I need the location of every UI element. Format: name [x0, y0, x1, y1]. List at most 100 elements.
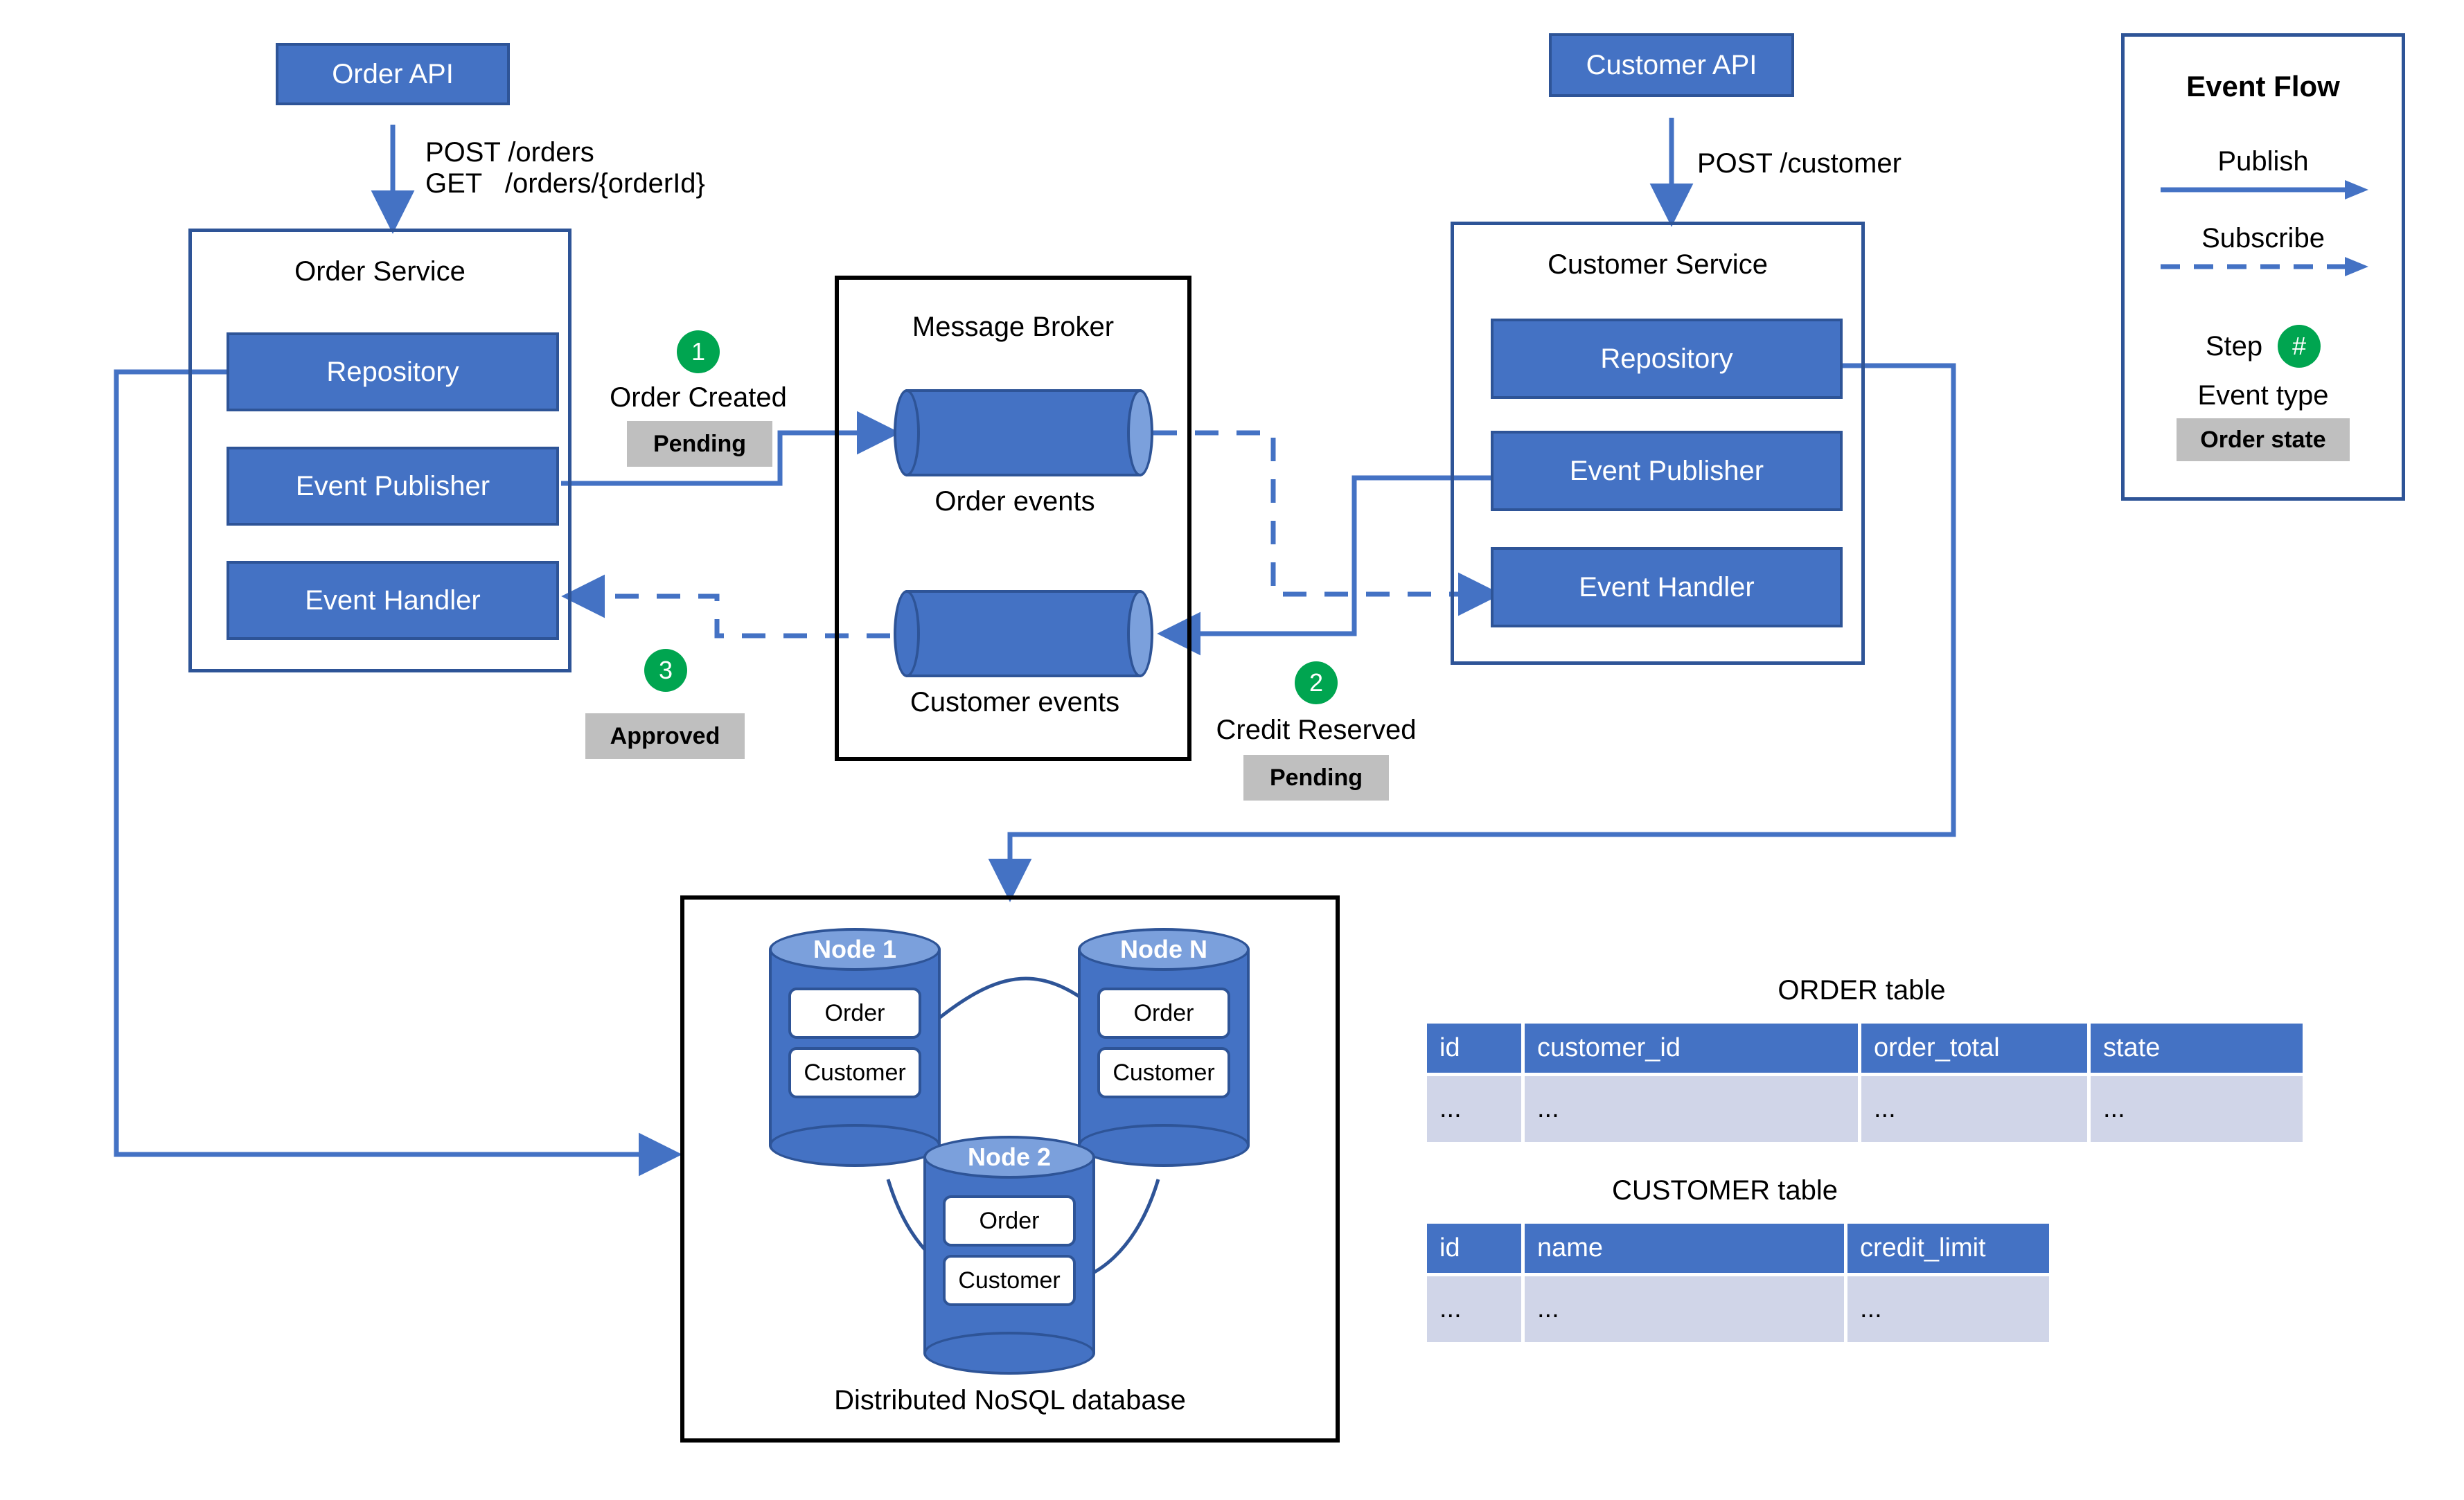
- step-1-state-label: Pending: [653, 430, 747, 457]
- order-events-label: Order events: [934, 486, 1095, 517]
- legend-order-state-label: Order state: [2200, 426, 2326, 453]
- customer-service-repository[interactable]: Repository: [1491, 319, 1843, 399]
- legend-subscribe-label: Subscribe: [2201, 223, 2325, 253]
- step-1-circle: 1: [677, 330, 720, 373]
- order-service-title: Order Service: [294, 256, 466, 287]
- order-api-edge-label: POST /orders GET /orders/{orderId}: [425, 137, 855, 199]
- order-table-cell-order-total: ...: [1861, 1076, 2087, 1142]
- customer-table-col-id: id: [1427, 1224, 1521, 1273]
- step-3-number: 3: [658, 656, 673, 684]
- legend-title: Event Flow: [2186, 70, 2340, 102]
- order-table-cell-id: ...: [1427, 1076, 1521, 1142]
- db-node-2-slot-order: Order: [943, 1195, 1076, 1247]
- order-table-cell-customer-id: ...: [1525, 1076, 1858, 1142]
- customer-events-queue[interactable]: [894, 590, 1153, 677]
- order-table-header-row: id customer_id order_total state: [1427, 1024, 2303, 1073]
- step-1-number: 1: [691, 337, 706, 366]
- db-node-n-slot-customer-label: Customer: [1113, 1059, 1215, 1086]
- db-node-2[interactable]: Node 2 Order Customer: [923, 1136, 1095, 1375]
- customer-service-container: [1451, 222, 1865, 665]
- order-table-col-order-total: order_total: [1861, 1024, 2087, 1073]
- db-node-n-slot-order: Order: [1097, 988, 1230, 1039]
- db-node-2-name: Node 2: [967, 1143, 1052, 1171]
- customer-service-event-handler-label: Event Handler: [1579, 571, 1755, 602]
- customer-table-cell-name: ...: [1525, 1276, 1844, 1342]
- order-table-row: ... ... ... ...: [1427, 1076, 2303, 1142]
- db-node-n[interactable]: Node N Order Customer: [1078, 928, 1250, 1167]
- step-2-circle: 2: [1295, 661, 1338, 704]
- db-node-n-slot-order-label: Order: [1133, 999, 1194, 1026]
- customer-service-repository-label: Repository: [1600, 343, 1733, 374]
- order-service-event-publisher-label: Event Publisher: [295, 470, 490, 501]
- customer-table-header-row: id name credit_limit: [1427, 1224, 2049, 1273]
- customer-table-caption: CUSTOMER table: [1611, 1175, 1838, 1206]
- event-flow-legend: Event Flow Publish Subscribe Step # Even…: [2121, 33, 2405, 501]
- step-1-event-label: Order Created: [610, 382, 787, 413]
- order-service-repository[interactable]: Repository: [227, 332, 559, 411]
- legend-step-circle-icon: #: [2278, 325, 2321, 368]
- order-table-cell-state: ...: [2091, 1076, 2303, 1142]
- step-3-state-label: Approved: [610, 722, 720, 749]
- legend-step-label: Step: [2205, 330, 2263, 361]
- customer-api-label: Customer API: [1586, 49, 1757, 80]
- db-node-1-slot-order: Order: [788, 988, 921, 1039]
- db-node-2-slot-customer-label: Customer: [958, 1267, 1061, 1294]
- edge-customer-publisher-to-customer-events: [1157, 475, 1495, 656]
- order-table: id customer_id order_total state ... ...…: [1424, 1020, 2306, 1145]
- legend-publish-label: Publish: [2217, 146, 2309, 177]
- customer-api-box[interactable]: Customer API: [1549, 33, 1794, 97]
- db-node-n-name: Node N: [1120, 935, 1207, 963]
- order-api-label: Order API: [332, 58, 454, 89]
- database-container: [680, 895, 1340, 1443]
- step-2-event-label: Credit Reserved: [1216, 715, 1417, 745]
- db-node-2-slot-order-label: Order: [979, 1207, 1040, 1234]
- order-service-event-publisher[interactable]: Event Publisher: [227, 447, 559, 526]
- order-events-queue[interactable]: [894, 389, 1153, 476]
- order-table-col-state: state: [2091, 1024, 2303, 1073]
- db-node-1[interactable]: Node 1 Order Customer: [769, 928, 941, 1167]
- legend-subscribe-arrow-icon: [2161, 257, 2368, 276]
- legend-order-state-chip: Order state: [2177, 418, 2350, 461]
- order-api-box[interactable]: Order API: [276, 43, 510, 105]
- database-caption: Distributed NoSQL database: [834, 1385, 1186, 1416]
- customer-table-col-credit-limit: credit_limit: [1847, 1224, 2049, 1273]
- message-broker-container: [835, 276, 1191, 761]
- order-table-col-customer-id: customer_id: [1525, 1024, 1858, 1073]
- step-3-state-chip: Approved: [585, 713, 745, 759]
- step-2-number: 2: [1309, 668, 1324, 697]
- customer-table-cell-credit-limit: ...: [1847, 1276, 2049, 1342]
- db-node-2-slot-customer: Customer: [943, 1255, 1076, 1306]
- customer-api-edge-label: POST /customer: [1697, 148, 1902, 179]
- legend-step-symbol: #: [2292, 332, 2307, 360]
- step-1-state-chip: Pending: [627, 421, 772, 467]
- order-service-event-handler-label: Event Handler: [305, 584, 481, 616]
- order-service-container: [188, 229, 571, 672]
- db-node-1-slot-customer-label: Customer: [804, 1059, 906, 1086]
- order-api-edge-line1: POST /orders: [425, 137, 594, 168]
- order-service-repository-label: Repository: [326, 356, 459, 387]
- customer-service-title: Customer Service: [1548, 249, 1768, 280]
- order-table-col-id: id: [1427, 1024, 1521, 1073]
- step-3-circle: 3: [644, 649, 687, 692]
- customer-table-cell-id: ...: [1427, 1276, 1521, 1342]
- db-node-1-slot-customer: Customer: [788, 1047, 921, 1098]
- db-node-1-name: Node 1: [813, 935, 897, 963]
- customer-service-event-handler[interactable]: Event Handler: [1491, 547, 1843, 627]
- step-2-state-chip: Pending: [1243, 755, 1389, 801]
- db-node-n-slot-customer: Customer: [1097, 1047, 1230, 1098]
- message-broker-title: Message Broker: [912, 312, 1115, 342]
- customer-table-col-name: name: [1525, 1224, 1844, 1273]
- customer-service-event-publisher[interactable]: Event Publisher: [1491, 431, 1843, 511]
- customer-table: id name credit_limit ... ... ...: [1424, 1220, 2053, 1346]
- order-service-event-handler[interactable]: Event Handler: [227, 561, 559, 640]
- db-node-1-slot-order-label: Order: [824, 999, 885, 1026]
- edge-order-events-to-customer-handler: [1153, 430, 1502, 616]
- legend-publish-arrow-icon: [2161, 180, 2368, 199]
- customer-service-event-publisher-label: Event Publisher: [1569, 455, 1764, 486]
- step-2-state-label: Pending: [1269, 764, 1363, 791]
- legend-event-type-label: Event type: [2197, 380, 2329, 411]
- order-table-caption: ORDER table: [1778, 975, 1946, 1006]
- customer-table-row: ... ... ...: [1427, 1276, 2049, 1342]
- order-api-edge-line2: GET /orders/{orderId}: [425, 168, 705, 199]
